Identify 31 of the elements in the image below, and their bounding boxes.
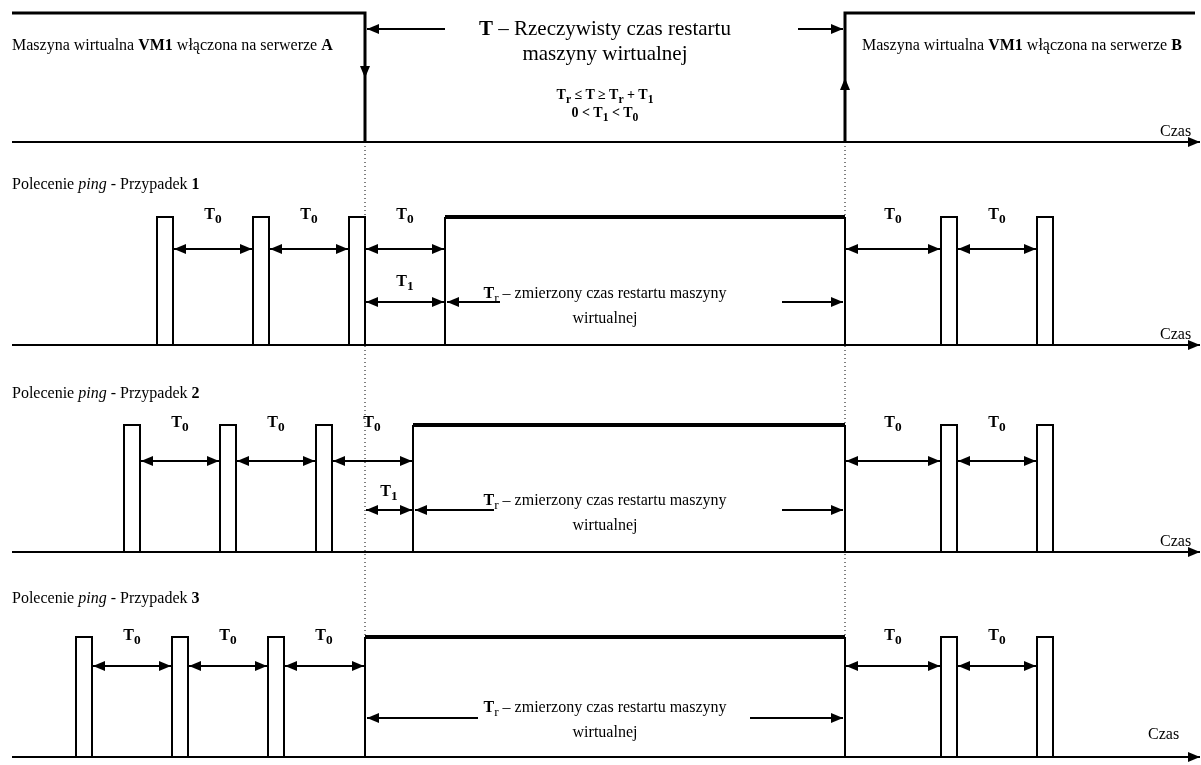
time-symbol: T$_{0}$ (266, 412, 286, 436)
formula-text: 0 < T$_{1}$ < T$_{0}$ (570, 105, 640, 125)
time-symbol: T$_{0}$ (170, 412, 190, 436)
time-symbol: T$_{1}$ (395, 271, 415, 295)
annotation-text: Maszyna wirtualna VM1 włączona na serwerze A (12, 35, 334, 56)
time-symbol: T$_{0}$ (883, 412, 903, 436)
time-symbol: T$_{0}$ (362, 412, 382, 436)
time-symbol: T$_{0}$ (203, 204, 223, 228)
time-symbol: T$_{0}$ (883, 625, 903, 649)
time-symbol: T$_{0}$ (395, 204, 415, 228)
formula-text: T$_{r}$ ≤ T ≥ T$_{r}$ + T$_{1}$ (555, 87, 655, 107)
period-label: T – Rzeczywisty czas restartu maszyny wirtualnej (478, 16, 732, 66)
time-symbol: T$_{0}$ (987, 625, 1007, 649)
time-symbol: T$_{0}$ (122, 625, 142, 649)
axis-label: Czas (1148, 724, 1181, 744)
time-symbol: T$_{0}$ (218, 625, 238, 649)
axis-label: Czas (1160, 121, 1193, 141)
period-label: T$_{r}$ – zmierzony czas restartu maszyny wirtualnej (482, 697, 728, 743)
time-symbol: T$_{0}$ (299, 204, 319, 228)
time-symbol: T$_{1}$ (379, 481, 399, 505)
annotation-text: Polecenie ping - Przypadek 3 (12, 588, 201, 609)
axis-label: Czas (1160, 531, 1193, 551)
period-label: T$_{r}$ – zmierzony czas restartu maszyny wirtualnej (482, 490, 728, 536)
time-symbol: T$_{0}$ (314, 625, 334, 649)
time-symbol: T$_{0}$ (883, 204, 903, 228)
annotation-text: Polecenie ping - Przypadek 2 (12, 383, 201, 404)
time-symbol: T$_{0}$ (987, 412, 1007, 436)
time-symbol: T$_{0}$ (987, 204, 1007, 228)
annotation-text: Polecenie ping - Przypadek 1 (12, 174, 201, 195)
annotation-text: Maszyna wirtualna VM1 włączona na serwerze B (862, 35, 1183, 56)
axis-label: Czas (1160, 324, 1193, 344)
